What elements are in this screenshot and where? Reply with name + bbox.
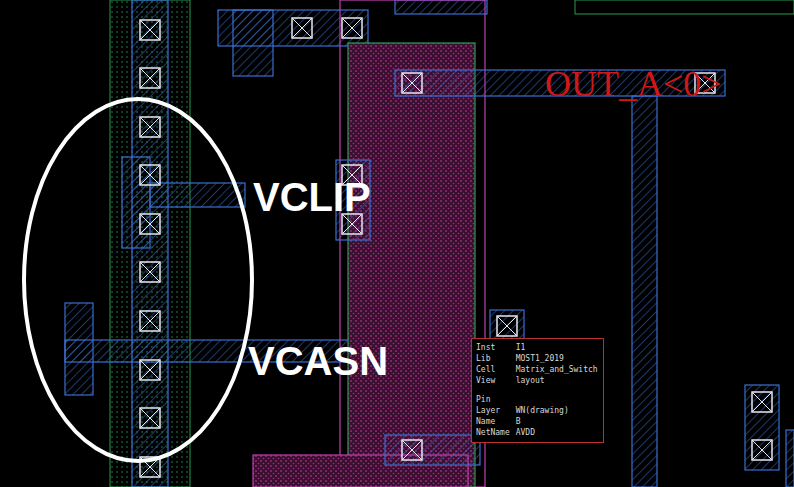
tooltip-field: Pin [476, 394, 598, 405]
tooltip-field: Lib [476, 353, 510, 364]
tooltip-field: Layer [476, 405, 510, 416]
net-label: OUT_A<0> [545, 66, 722, 102]
tooltip-field: B [516, 416, 598, 427]
tooltip-field: WN(drawing) [516, 405, 598, 416]
tooltip-field: MOST1_2019 [516, 353, 598, 364]
signal-annotation: VCASN [248, 341, 388, 381]
tooltip-field: Matrix_and_Switch [516, 364, 598, 375]
tooltip-field: layout [516, 375, 598, 386]
tooltip-field: AVDD [516, 427, 598, 438]
tooltip-field: I1 [516, 342, 598, 353]
highlight-ellipse [24, 99, 252, 461]
tooltip-field: Cell [476, 364, 510, 375]
tooltip-field: NetName [476, 427, 510, 438]
tooltip-field: Name [476, 416, 510, 427]
tooltip-field: Inst [476, 342, 510, 353]
info-tooltip: Inst I1Lib MOST1_2019Cell Matrix_and_Switch… [471, 338, 604, 443]
tooltip-field: View [476, 375, 510, 386]
signal-annotation: VCLIP [253, 177, 371, 217]
